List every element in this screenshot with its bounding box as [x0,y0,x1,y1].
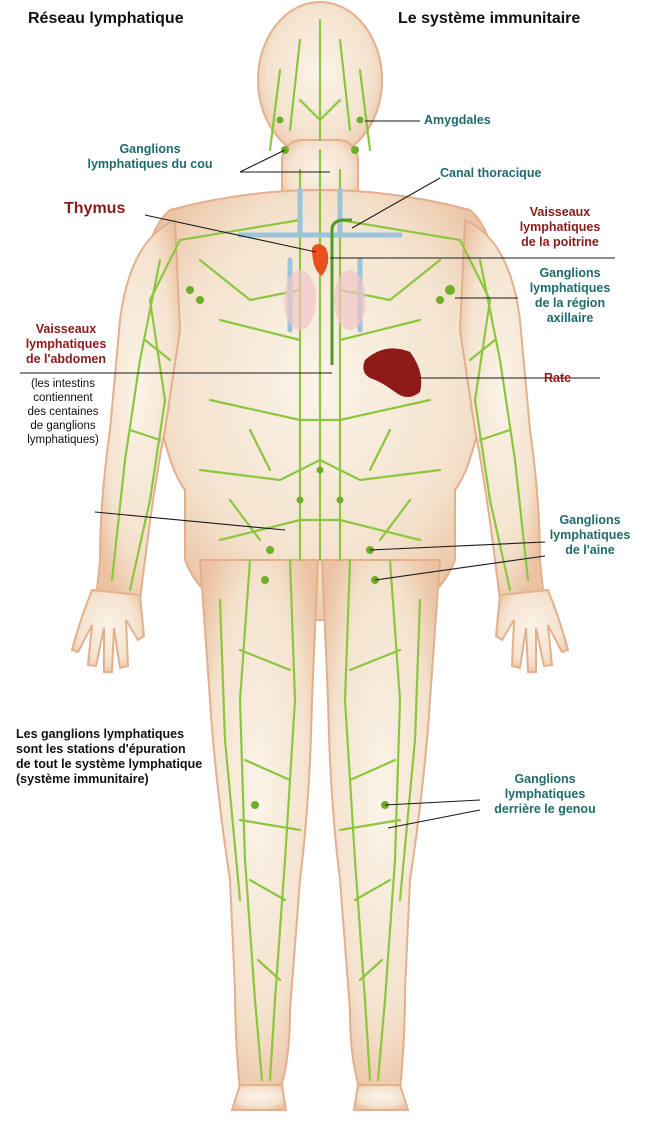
label-vaisseaux-abdomen: Vaisseaux lymphatiques de l'abdomen [6,322,126,367]
label-amygdales: Amygdales [424,113,491,128]
label-vaisseaux-poitrine: Vaisseaux lymphatiques de la poitrine [505,205,615,250]
label-canal-thoracique: Canal thoracique [440,166,541,181]
label-ganglions-axillaire: Ganglions lymphatiques de la région axil… [505,266,635,326]
label-intestins-note: (les intestins contiennent des centaines… [4,377,122,447]
title-left: Réseau lymphatique [28,10,184,28]
label-thymus: Thymus [64,201,125,216]
label-stations-note: Les ganglions lymphatiques sont les stat… [16,727,286,787]
label-ganglions-genou: Ganglions lymphatiques derrière le genou [470,772,620,817]
label-ganglions-aine: Ganglions lymphatiques de l'aine [535,513,645,558]
label-rate: Rate [544,371,571,386]
title-right: Le système immunitaire [398,10,580,28]
label-ganglions-cou: Ganglions lymphatiques du cou [60,142,240,172]
